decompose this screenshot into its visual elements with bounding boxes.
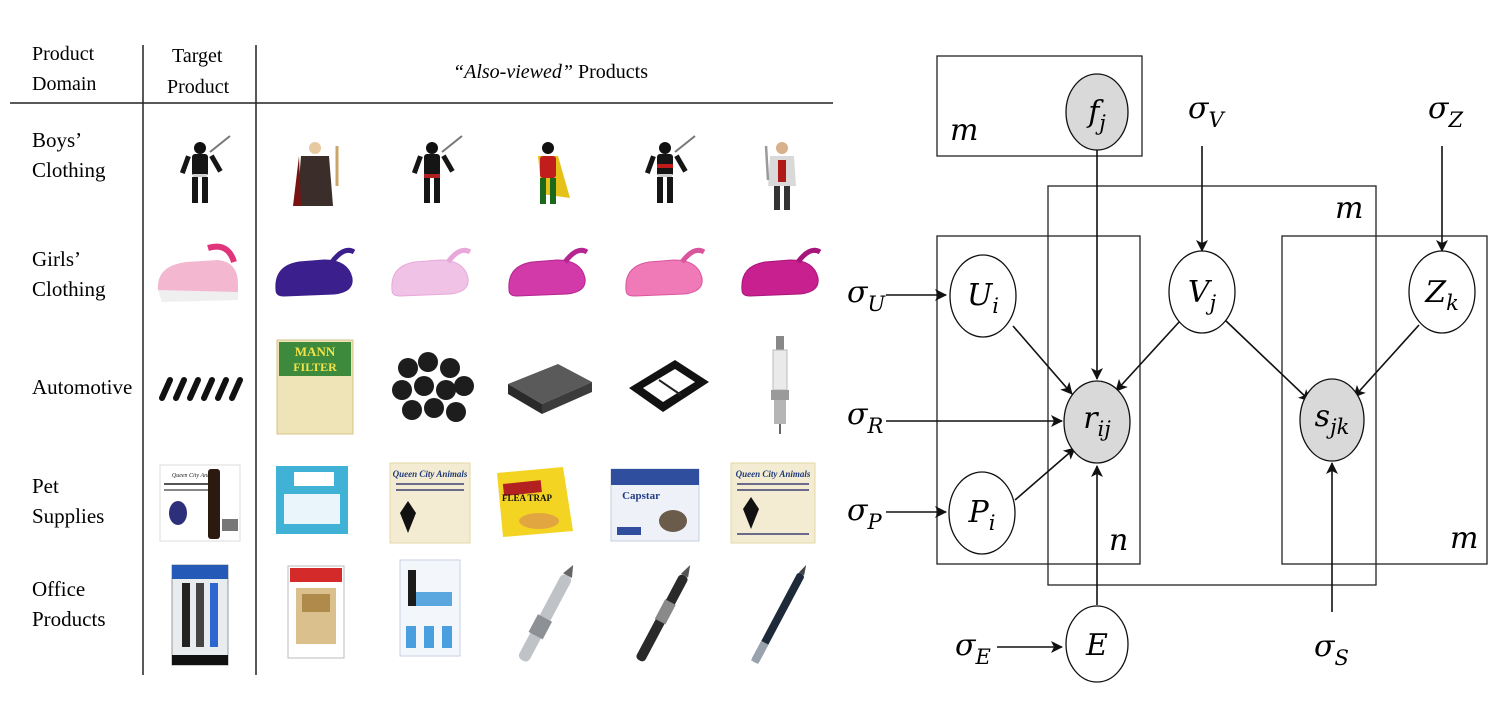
row-label-boys-2: Clothing: [32, 158, 106, 182]
edge-V-r: [1115, 320, 1181, 392]
node-Z-label: Zk: [1424, 275, 1459, 315]
lead-refill-icon: [399, 559, 461, 657]
plate-label-m-right: m: [1450, 521, 1478, 556]
ninja-costume-icon: [643, 135, 696, 204]
edge-Z-s: [1353, 324, 1420, 398]
product-table-svg: Product Domain Target Product “Also-view…: [10, 43, 833, 675]
node-V-label: Vj: [1188, 275, 1217, 315]
plate-m-mid: [1047, 185, 1377, 586]
node-P: [948, 471, 1016, 555]
row-label-pet-2: Supplies: [32, 504, 104, 528]
plate-m-right: [1281, 235, 1488, 565]
filter-text: FILTER: [293, 360, 337, 374]
hyper-sigma-Z: σZ: [1428, 91, 1463, 132]
node-E-label: E: [1085, 628, 1108, 663]
node-s: [1299, 378, 1365, 462]
node-U: [949, 254, 1017, 338]
bolts-icon: [159, 377, 243, 401]
cabin-filter-icon: [508, 364, 592, 414]
pet-box-icon: Capstar: [610, 468, 700, 542]
robin-costume-icon: [538, 142, 570, 204]
row-label-pet-1: Pet: [32, 474, 59, 498]
pet-box-icon: [276, 466, 348, 534]
hyper-sigma-V: σV: [1188, 91, 1225, 132]
row-label-girls-2: Clothing: [32, 277, 106, 301]
header-domain-line1: Product: [32, 43, 95, 65]
flea-trap-icon: FLEA TRAP: [497, 467, 573, 537]
row-label-girls-1: Girls’: [32, 247, 81, 271]
air-filter-icon: [629, 360, 709, 412]
pet-box-icon: Queen City Animals: [389, 462, 471, 544]
row-label-automotive: Automotive: [32, 375, 132, 399]
node-f: [1065, 73, 1129, 151]
vampire-costume-icon: [293, 142, 339, 206]
clog-icon: [742, 250, 820, 296]
graphical-model-figure: m m n m fj Ui Vj Zk rij sjk Pi E σV σZ σ…: [845, 0, 1500, 700]
node-U-label: Ui: [967, 278, 999, 318]
qca-text-3: Queen City Animals: [736, 469, 811, 479]
plate-label-m-mid: m: [1335, 191, 1363, 226]
pen-icon: [750, 565, 807, 665]
node-Z: [1408, 250, 1476, 334]
row-label-office-1: Office: [32, 577, 85, 601]
spark-plug-icon: [771, 336, 789, 434]
edge-V-s: [1224, 319, 1311, 402]
pet-box-icon: Queen City Animals: [730, 462, 816, 544]
node-r-label: rij: [1083, 401, 1111, 441]
plate-m-top: [936, 55, 1143, 157]
flea-remedy-icon: Queen City Animals: [159, 464, 241, 542]
pen-icon: [636, 565, 691, 662]
row-label-office-2: Products: [32, 607, 106, 631]
pen-pack-icon: [287, 565, 345, 659]
ninja-costume-icon: [178, 135, 231, 204]
hyper-sigma-P: σP: [847, 493, 882, 534]
node-V: [1168, 250, 1236, 334]
plate-n: [936, 235, 1141, 565]
plate-label-m-top: m: [950, 113, 978, 148]
hyper-sigma-U: σU: [847, 275, 886, 316]
ninja-costume-icon: [410, 135, 463, 204]
qca-text-2: Queen City Animals: [393, 469, 468, 479]
pink-shoe-icon: [157, 243, 238, 302]
clog-icon: [509, 250, 587, 296]
pen-icon: [518, 565, 574, 662]
cabin-filter-icon: MANN FILTER: [276, 339, 354, 435]
hyper-sigma-R: σR: [847, 397, 883, 438]
edge-U-r: [1012, 325, 1073, 395]
hyper-sigma-S: σS: [1314, 629, 1349, 670]
product-table-figure: Product Domain Target Product “Also-view…: [10, 43, 833, 675]
header-target-line2: Product: [167, 76, 230, 98]
graphical-model-svg: m m n m fj Ui Vj Zk rij sjk Pi E σV σZ σ…: [847, 55, 1488, 683]
plastic-clips-icon: [392, 352, 474, 422]
node-r: [1063, 380, 1131, 464]
header-domain-line2: Domain: [32, 73, 96, 95]
clog-icon: [626, 250, 704, 296]
capstar-text: Capstar: [622, 490, 660, 502]
pen-pack-icon: [171, 564, 229, 666]
hyper-sigma-E: σE: [955, 628, 991, 669]
node-s-label: sjk: [1315, 399, 1350, 439]
plate-label-n: n: [1109, 523, 1128, 558]
row-label-boys-1: Boys’: [32, 128, 82, 152]
header-also-viewed: “Also-viewed” Products: [453, 61, 648, 83]
node-P-label: Pi: [968, 495, 996, 535]
qca-text-1: Queen City Animals: [172, 473, 221, 479]
clog-icon: [392, 250, 470, 296]
header-target-line1: Target: [172, 45, 223, 67]
clog-icon: [276, 250, 354, 296]
knight-costume-icon: [764, 142, 796, 210]
mann-text: MANN: [295, 344, 336, 359]
node-E: [1065, 605, 1129, 683]
flea-trap-text: FLEA TRAP: [502, 493, 553, 503]
edge-P-r: [1014, 447, 1076, 501]
